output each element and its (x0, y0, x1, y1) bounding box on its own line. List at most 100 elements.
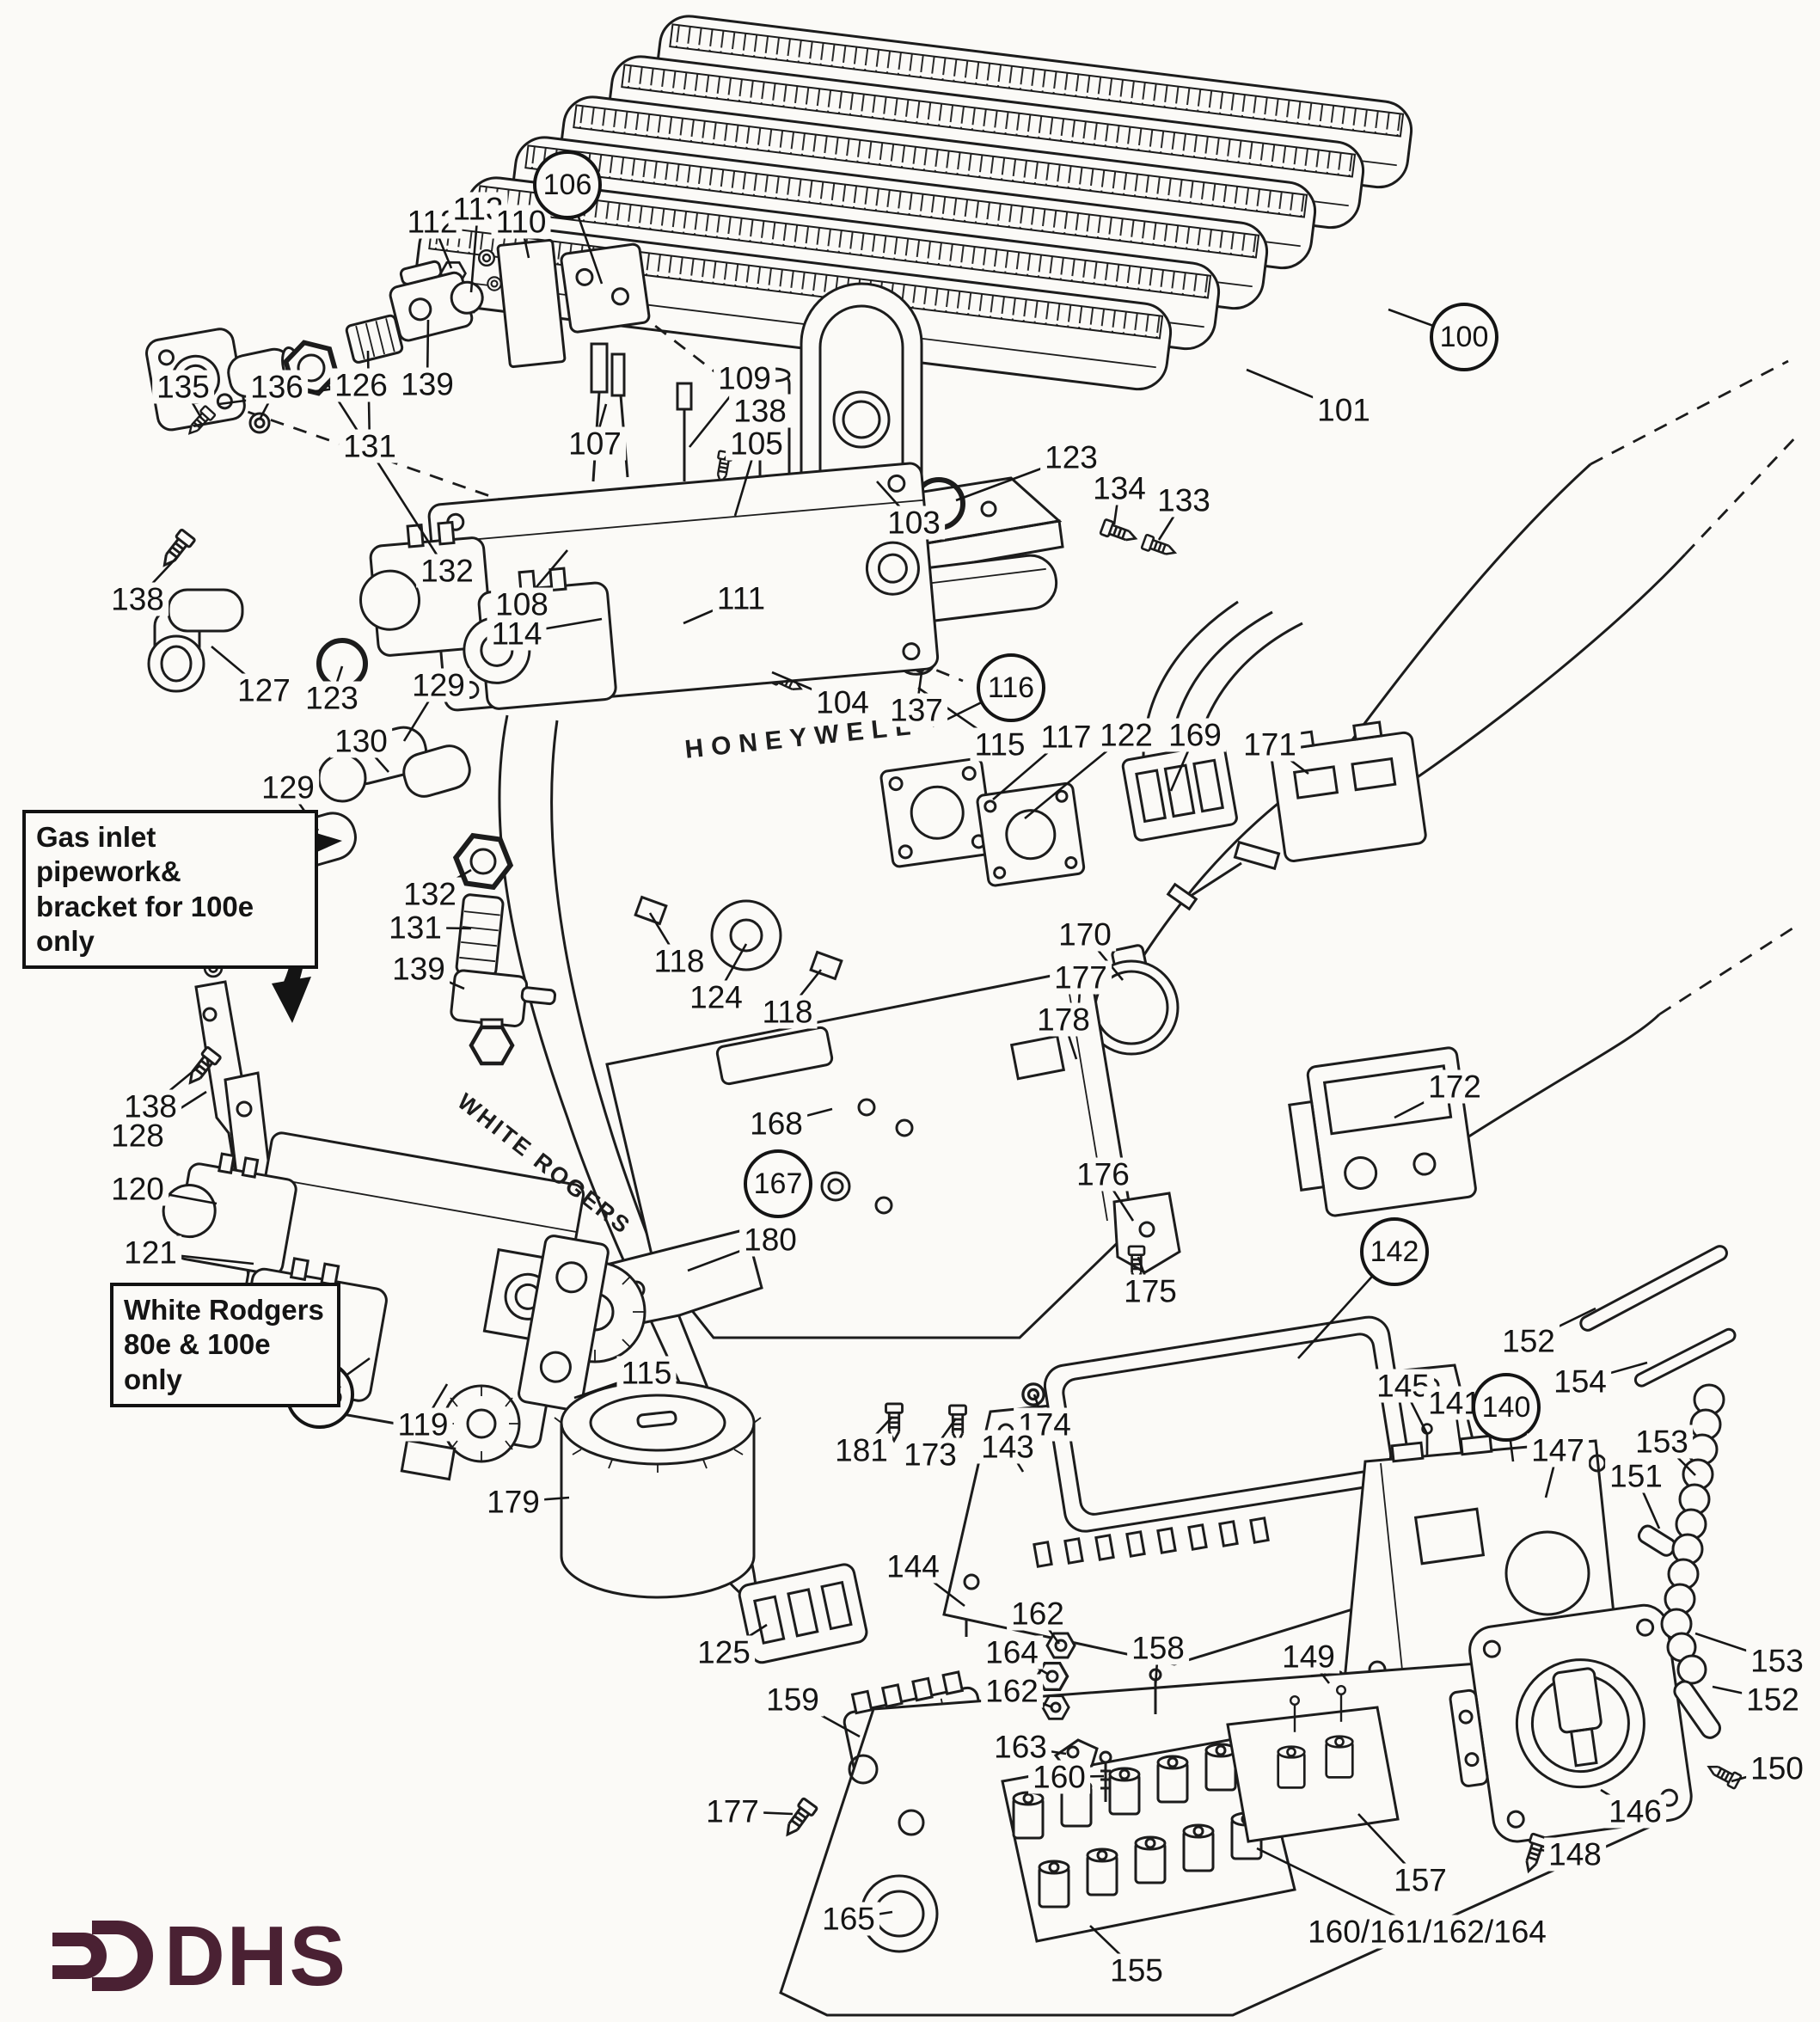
part-label-122: 122 (1095, 718, 1157, 752)
part-label-162: 162 (1007, 1596, 1069, 1631)
part-label-178: 178 (1033, 1002, 1094, 1037)
part-label-171: 171 (1239, 727, 1301, 762)
part-label-155: 155 (1106, 1953, 1167, 1988)
part-label-153: 153 (1631, 1425, 1693, 1459)
part-label-150: 150 (1746, 1751, 1808, 1786)
part-label-134: 134 (1088, 471, 1150, 506)
part-label-103: 103 (883, 506, 945, 540)
part-label-126: 126 (330, 368, 392, 402)
note-gas-inlet-line2: bracket for 100e only (36, 890, 254, 957)
dhs-logo-mark (52, 1921, 153, 1991)
part-label-114: 114 (487, 616, 547, 651)
part-label-172: 172 (1424, 1069, 1486, 1104)
part-label-158: 158 (1127, 1631, 1189, 1665)
part-label-106: 106 (533, 150, 602, 219)
part-label-175: 175 (1119, 1274, 1181, 1308)
part-label-165: 165 (818, 1902, 879, 1936)
part-label-115: 115 (970, 727, 1030, 762)
part-label-101: 101 (1313, 393, 1375, 427)
part-label-144: 144 (882, 1549, 944, 1584)
note-white-rodgers-line2: 80e & 100e only (124, 1328, 271, 1395)
part-label-176: 176 (1072, 1157, 1134, 1192)
part-label-177: 177 (702, 1794, 763, 1829)
part-label-111: 111 (712, 581, 770, 616)
part-label-128: 128 (107, 1118, 169, 1153)
part-label-107: 107 (564, 426, 626, 461)
part-label-146: 146 (1604, 1794, 1666, 1829)
note-white-rodgers-line1: White Rodgers (124, 1294, 324, 1326)
part-label-153: 153 (1746, 1644, 1808, 1678)
dhs-logo: DHS (47, 1914, 347, 1998)
fan-flange (1449, 1603, 1743, 1875)
part-label-119: 119 (393, 1407, 453, 1442)
part-label-168: 168 (745, 1106, 807, 1141)
part-label-135: 135 (152, 370, 214, 404)
part-label-120: 120 (107, 1172, 169, 1206)
part-label-143: 143 (977, 1430, 1039, 1464)
part-label-164: 164 (981, 1635, 1043, 1670)
part-label-173: 173 (899, 1437, 961, 1472)
spark-generator (554, 1380, 762, 1599)
part-label-140: 140 (1472, 1373, 1541, 1442)
part-label-129: 129 (408, 668, 469, 702)
part-label-130: 130 (330, 724, 392, 758)
note-white-rodgers: White Rodgers 80e & 100e only (110, 1283, 340, 1407)
part-label-138: 138 (107, 582, 169, 616)
part-label-117: 117 (1036, 720, 1096, 754)
part-label-138: 138 (729, 394, 791, 428)
part-label-139: 139 (396, 367, 458, 401)
part-label-162: 162 (981, 1674, 1043, 1708)
part-label-152: 152 (1498, 1324, 1560, 1358)
part-label-124: 124 (685, 980, 747, 1014)
part-label-177: 177 (1050, 960, 1112, 995)
part-label-133: 133 (1153, 483, 1215, 518)
part-label-131: 131 (384, 910, 446, 945)
part-label-160-161-162-164: 160/161/162/164 (1303, 1915, 1551, 1949)
part-label-136: 136 (246, 370, 308, 404)
part-label-160: 160 (1028, 1760, 1090, 1794)
part-label-169: 169 (1164, 718, 1226, 752)
part-label-121: 121 (119, 1235, 181, 1270)
honeywell-gas-valve (359, 462, 940, 981)
part-label-157: 157 (1389, 1863, 1451, 1897)
part-label-125: 125 (693, 1635, 755, 1670)
part-label-142: 142 (1360, 1217, 1429, 1286)
part-label-127: 127 (233, 673, 295, 708)
part-label-181: 181 (830, 1433, 892, 1467)
part-label-152: 152 (1742, 1682, 1804, 1717)
part-label-109: 109 (714, 361, 775, 395)
thermostat-upper (1166, 720, 1427, 911)
part-label-167: 167 (744, 1149, 812, 1218)
part-label-118: 118 (649, 944, 709, 978)
part-label-170: 170 (1054, 917, 1116, 952)
part-label-110: 110 (491, 205, 551, 239)
part-label-123: 123 (301, 681, 363, 715)
part-label-137: 137 (885, 693, 947, 727)
part-label-132: 132 (416, 554, 478, 588)
part-label-118: 118 (757, 995, 818, 1029)
part-label-116: 116 (977, 653, 1045, 722)
part-label-105: 105 (726, 426, 787, 461)
part-label-151: 151 (1605, 1459, 1667, 1493)
part-label-148: 148 (1544, 1837, 1606, 1872)
part-label-129: 129 (257, 770, 319, 805)
part-label-179: 179 (482, 1485, 544, 1519)
part-label-149: 149 (1278, 1639, 1339, 1674)
part-label-154: 154 (1549, 1364, 1611, 1399)
dhs-logo-text: DHS (164, 1909, 347, 2003)
part-label-131: 131 (339, 429, 401, 463)
part-label-180: 180 (739, 1222, 801, 1257)
part-label-159: 159 (762, 1682, 824, 1717)
part-label-100: 100 (1430, 303, 1498, 371)
part-label-104: 104 (812, 685, 873, 720)
note-gas-inlet-line1: Gas inlet pipework& (36, 821, 181, 888)
burner-bar-stack (414, 15, 1413, 391)
part-label-139: 139 (388, 952, 450, 986)
part-label-123: 123 (1040, 440, 1102, 475)
part-label-115: 115 (616, 1356, 677, 1390)
part-label-132: 132 (399, 877, 461, 911)
note-gas-inlet: Gas inlet pipework& bracket for 100e onl… (22, 810, 318, 969)
